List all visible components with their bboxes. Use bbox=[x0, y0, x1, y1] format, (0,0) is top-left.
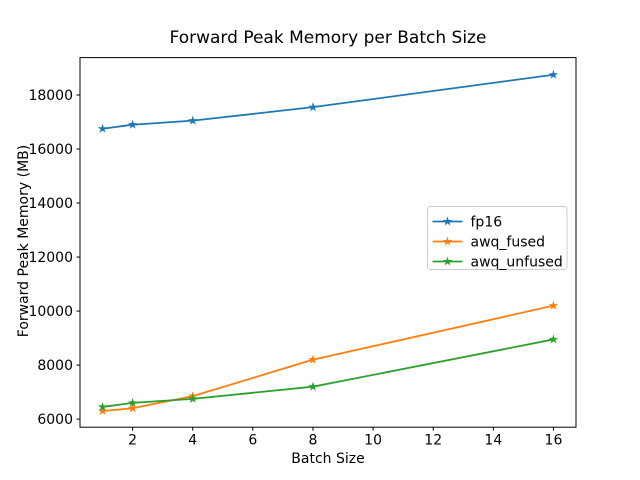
y-tick-label: 12000 bbox=[28, 250, 73, 266]
axes-frame bbox=[79, 57, 577, 428]
x-axis-label: Batch Size bbox=[291, 451, 365, 467]
data-point-marker-awq_unfused bbox=[308, 381, 318, 391]
data-point-marker-awq_fused bbox=[97, 406, 108, 416]
series-line-awq_fused bbox=[101, 304, 555, 412]
data-point-marker-awq_unfused bbox=[548, 334, 559, 344]
legend-item-awq_unfused: awq_unfused bbox=[432, 255, 563, 271]
x-tick-label: 12 bbox=[424, 433, 442, 449]
x-tick-label: 4 bbox=[188, 433, 197, 449]
y-tick-label: 6000 bbox=[37, 412, 73, 428]
data-point-marker-fp16 bbox=[548, 69, 559, 79]
data-point-marker-awq_fused bbox=[548, 300, 559, 310]
series-line-awq_unfused bbox=[101, 338, 555, 408]
x-tick-label: 8 bbox=[309, 433, 318, 449]
y-tick-label: 18000 bbox=[28, 88, 73, 104]
x-tick-label: 14 bbox=[484, 433, 502, 449]
legend-item-fp16: fp16 bbox=[432, 215, 503, 231]
x-tick-label: 2 bbox=[128, 433, 137, 449]
legend-label: awq_fused bbox=[471, 235, 546, 251]
y-tick-label: 14000 bbox=[28, 196, 73, 212]
legend: fp16 awq_fused awq_unfused bbox=[427, 206, 568, 271]
y-tick-label: 10000 bbox=[28, 304, 73, 320]
data-point-marker-awq_fused bbox=[127, 403, 138, 413]
legend-label: fp16 bbox=[471, 215, 503, 231]
data-point-marker-awq_unfused bbox=[127, 397, 138, 407]
legend-star-marker bbox=[442, 236, 453, 246]
x-tick-label: 6 bbox=[248, 433, 257, 449]
series-line-fp16 bbox=[101, 73, 555, 130]
data-point-marker-awq_unfused bbox=[187, 393, 198, 403]
data-point-marker-fp16 bbox=[187, 115, 198, 125]
chart-title: Forward Peak Memory per Batch Size bbox=[169, 28, 487, 48]
legend-item-awq_fused: awq_fused bbox=[432, 235, 546, 251]
y-axis-label: Forward Peak Memory (MB) bbox=[16, 144, 32, 338]
y-tick-label: 16000 bbox=[28, 142, 73, 158]
data-point-marker-awq_fused bbox=[308, 354, 318, 364]
data-point-marker-fp16 bbox=[127, 119, 138, 129]
y-tick-label: 8000 bbox=[37, 358, 73, 374]
data-point-marker-awq_unfused bbox=[97, 401, 108, 411]
x-tick-label: 10 bbox=[364, 433, 382, 449]
data-point-marker-fp16 bbox=[97, 123, 108, 133]
x-tick-label: 16 bbox=[545, 433, 563, 449]
legend-star-marker bbox=[442, 216, 453, 226]
legend-star-marker bbox=[442, 256, 453, 266]
legend-label: awq_unfused bbox=[471, 255, 563, 271]
data-point-marker-fp16 bbox=[308, 102, 318, 112]
